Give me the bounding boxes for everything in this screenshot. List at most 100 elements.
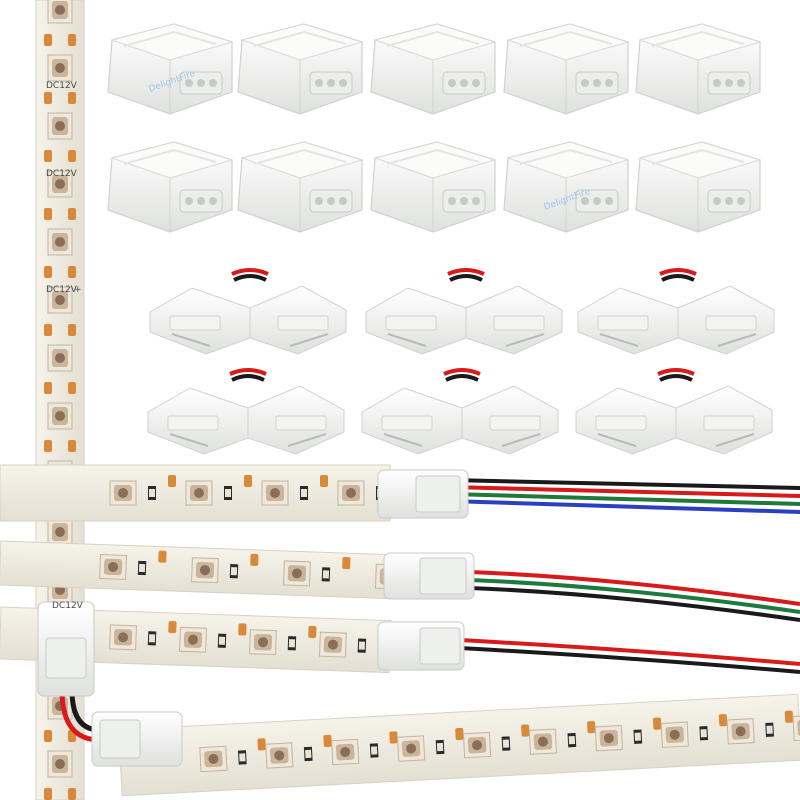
strip-voltage-label: DC12V <box>46 81 78 91</box>
led-chip <box>331 738 360 766</box>
resistor <box>229 564 239 579</box>
resistor <box>148 486 156 500</box>
straight-connector <box>237 23 363 115</box>
led-chip <box>792 714 800 742</box>
led-chip <box>265 742 294 769</box>
resistor <box>567 732 577 748</box>
addressable-led-strip <box>0 540 800 622</box>
straight-connectors-group: DelightFire DelightFire <box>107 23 761 233</box>
copper-pad <box>68 440 76 452</box>
led-chip <box>47 112 73 140</box>
copper-pad <box>320 475 328 487</box>
led-chip <box>47 750 73 778</box>
copper-pad <box>784 710 794 723</box>
straight-connector <box>635 141 761 233</box>
led-chip <box>185 480 213 506</box>
copper-pad <box>244 475 252 487</box>
copper-pad <box>389 731 398 744</box>
led-chip <box>179 626 207 653</box>
copper-pad <box>68 34 76 46</box>
resistor <box>501 736 511 751</box>
resistor <box>369 743 379 758</box>
led-chip <box>99 554 127 580</box>
copper-pad <box>586 720 596 734</box>
copper-pad <box>455 727 464 741</box>
led-chip <box>594 725 623 752</box>
led-chip <box>283 560 311 587</box>
strip-voltage-label: DC12V <box>46 169 78 179</box>
led-chip <box>319 631 347 658</box>
led-chip <box>191 557 219 584</box>
resistor <box>300 486 308 500</box>
strip-connector <box>383 552 475 600</box>
strip-connector <box>377 469 469 519</box>
resistor <box>147 631 157 646</box>
copper-pad <box>168 620 177 634</box>
straight-connector <box>107 23 233 115</box>
straight-connector <box>237 141 363 233</box>
led-chip <box>397 735 426 762</box>
copper-pad <box>68 788 76 800</box>
led-chip <box>47 228 73 256</box>
copper-pad <box>44 150 52 162</box>
copper-pad <box>44 788 52 800</box>
copper-pad <box>44 730 52 742</box>
copper-pad <box>250 553 259 567</box>
straight-connector <box>503 23 629 115</box>
copper-pad <box>238 623 247 636</box>
straight-connector <box>635 23 761 115</box>
led-chip <box>47 344 73 372</box>
corner-connector-top <box>37 601 95 697</box>
bottom-led-strip <box>91 693 800 797</box>
led-chip <box>47 518 73 546</box>
led-chip <box>47 0 73 24</box>
copper-pad <box>68 382 76 394</box>
copper-pad <box>44 266 52 278</box>
copper-pad <box>44 34 52 46</box>
l-corner-connector <box>360 368 560 456</box>
led-chip <box>660 721 689 748</box>
strip-connector <box>91 711 183 767</box>
straight-connector <box>503 141 629 233</box>
strip-connector <box>377 621 465 671</box>
copper-pad <box>44 440 52 452</box>
copper-pad <box>158 550 167 563</box>
straight-connector <box>107 141 233 233</box>
copper-pad <box>44 324 52 336</box>
copper-pad <box>68 324 76 336</box>
led-chip <box>337 480 365 506</box>
copper-pad <box>257 738 267 751</box>
l-connectors-group <box>146 268 776 456</box>
copper-pad <box>68 266 76 278</box>
led-chip <box>199 745 228 773</box>
resistor <box>357 638 367 653</box>
resistor <box>237 750 247 765</box>
led-chip <box>109 624 137 651</box>
straight-connector <box>370 23 496 115</box>
rgb-led-strip <box>0 464 800 522</box>
resistor <box>435 739 445 755</box>
led-chip <box>47 402 73 430</box>
resistor <box>699 726 709 741</box>
copper-pad <box>68 92 76 104</box>
led-chip <box>462 731 492 759</box>
led-chip <box>261 480 289 506</box>
straight-connector <box>370 141 496 233</box>
copper-pad <box>718 713 728 727</box>
l-corner-connector <box>146 368 346 456</box>
resistor <box>217 633 227 648</box>
resistor <box>321 567 331 582</box>
single-color-led-strip <box>0 606 800 674</box>
copper-pad <box>168 475 176 487</box>
resistor <box>303 746 313 762</box>
strip-voltage-label: DC12V <box>52 601 84 611</box>
l-corner-connector <box>574 368 774 456</box>
led-chip <box>47 54 73 82</box>
resistor <box>633 729 643 744</box>
copper-pad <box>44 382 52 394</box>
copper-pad <box>521 724 530 737</box>
copper-pad <box>68 150 76 162</box>
l-corner-connector <box>148 268 348 356</box>
copper-pad <box>44 208 52 220</box>
